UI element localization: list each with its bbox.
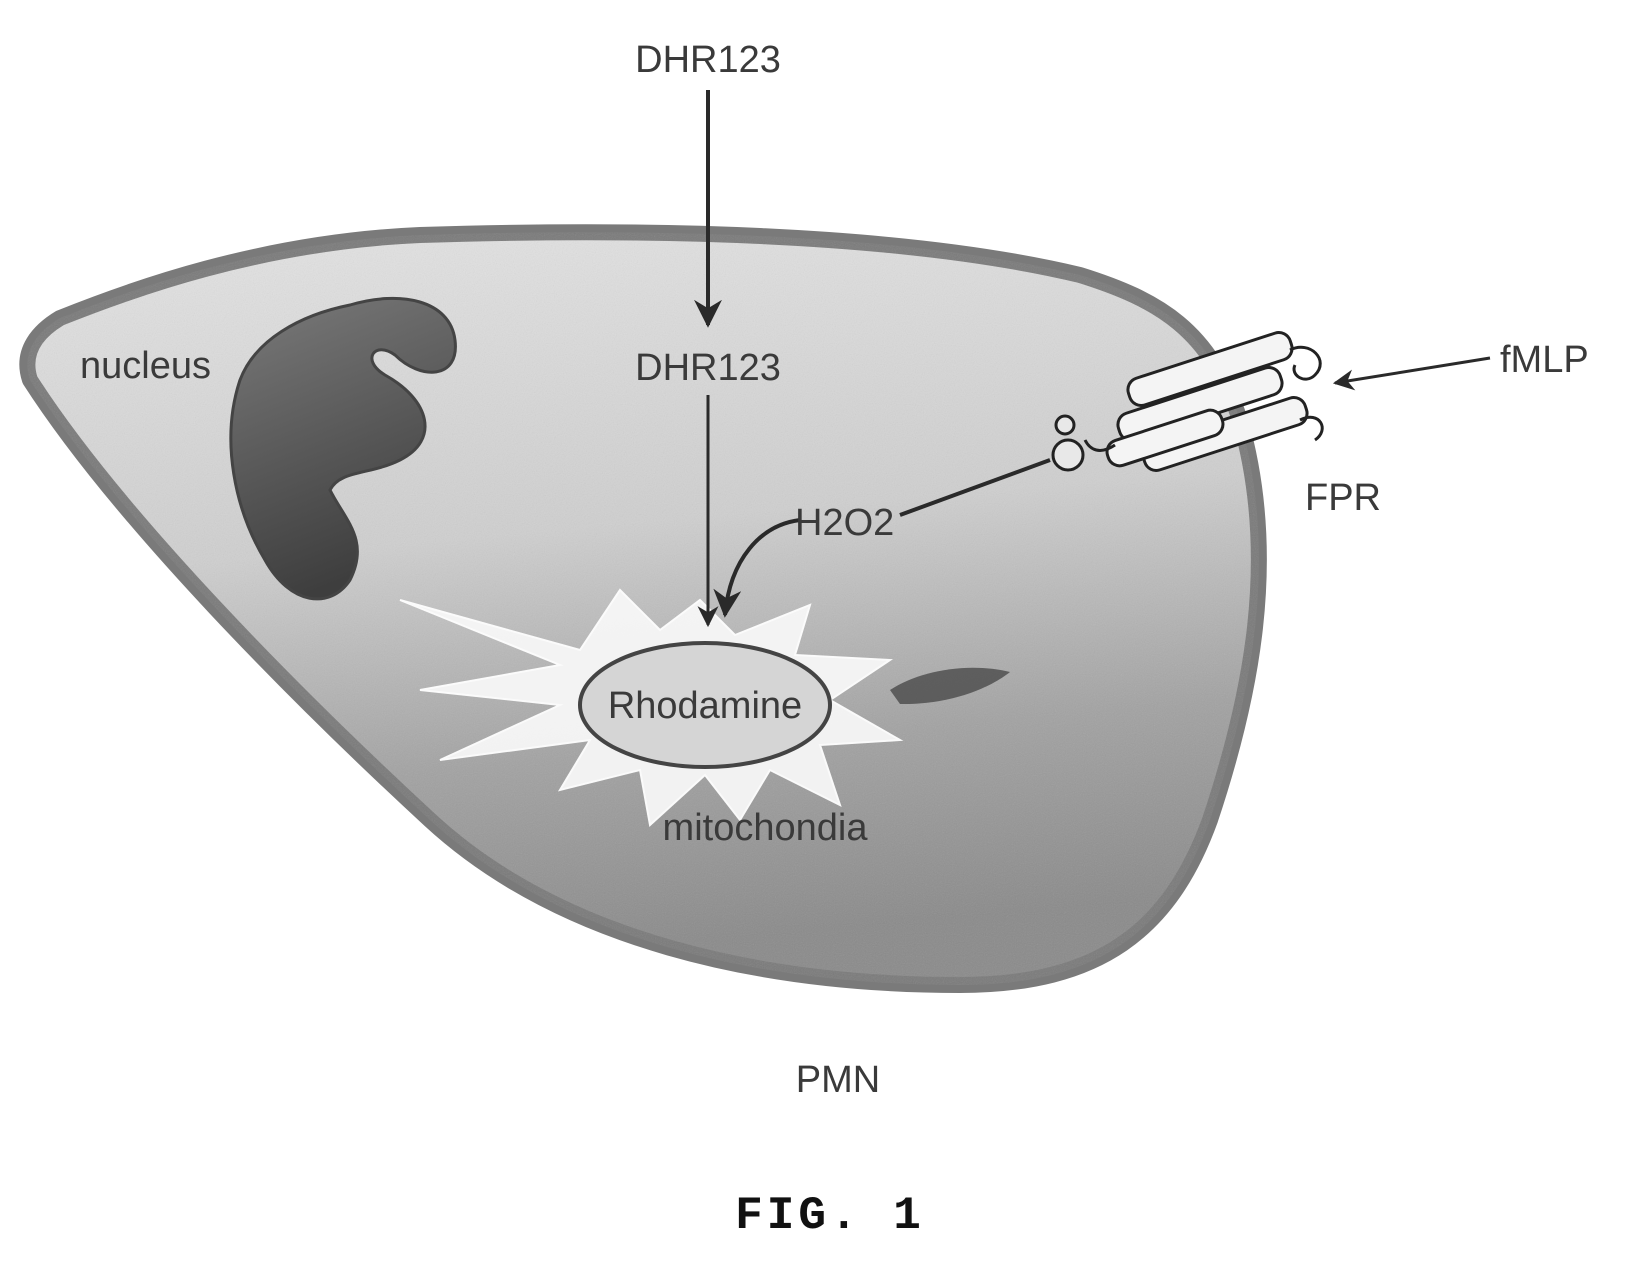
arrow-fmlp-to-fpr <box>1335 358 1490 383</box>
figure-caption: FIG. 1 <box>735 1190 925 1242</box>
label-fmlp: fMLP <box>1500 339 1589 381</box>
label-nucleus: nucleus <box>80 345 211 387</box>
label-rhodamine: Rhodamine <box>608 685 802 727</box>
label-dhr123-outside: DHR123 <box>635 39 781 81</box>
label-mitochondria: mitochondia <box>663 807 869 849</box>
label-pmn: PMN <box>796 1059 880 1101</box>
label-h2o2: H2O2 <box>795 502 894 544</box>
label-dhr123-inside: DHR123 <box>635 347 781 389</box>
label-fpr: FPR <box>1305 477 1381 519</box>
